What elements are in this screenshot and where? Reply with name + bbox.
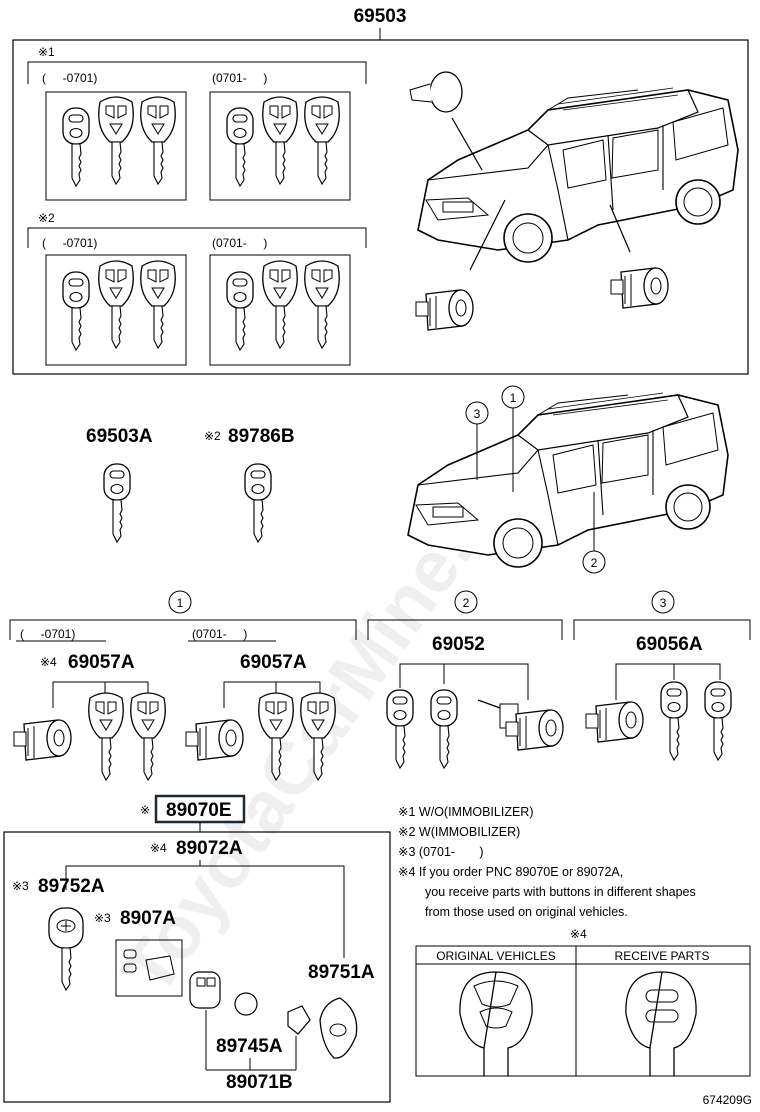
table-col-original: ORIGINAL VEHICLES <box>436 949 556 963</box>
part-69057A-label-1[interactable]: 69057A <box>68 652 135 673</box>
part-69056A-label[interactable]: 69056A <box>636 634 703 655</box>
kit-box <box>3 831 391 1103</box>
mark-4b: ※4 <box>150 841 167 855</box>
callout-2-section: 2 <box>454 590 478 614</box>
key-shell-89751A <box>319 997 358 1059</box>
part-89786B-label[interactable]: 89786B <box>228 426 295 447</box>
callout-1-top: 1 <box>501 385 525 492</box>
svg-text:※3 (0701- ): ※3 (0701- ) <box>398 845 484 859</box>
svg-text:2: 2 <box>463 596 470 610</box>
svg-text:3: 3 <box>474 407 481 421</box>
svg-text:※1 W/O(IMMOBILIZER): ※1 W/O(IMMOBILIZER) <box>398 805 534 819</box>
part-89751A-label[interactable]: 89751A <box>308 962 375 983</box>
button-pad <box>189 971 221 1009</box>
part-69052-label[interactable]: 69052 <box>432 634 485 655</box>
figure-code: 674209G <box>703 1093 752 1107</box>
range-before-2: ( -0701) <box>42 236 97 250</box>
table-mark: ※4 <box>570 927 587 941</box>
svg-text:1: 1 <box>177 596 184 610</box>
parts-kit-8907A <box>115 939 183 997</box>
range-after-2: (0701- ) <box>212 236 267 250</box>
range-after-1: (0701- ) <box>212 71 267 85</box>
mark-2: ※2 <box>204 429 221 443</box>
battery <box>234 992 258 1016</box>
range-before-1: ( -0701) <box>42 71 97 85</box>
part-89071B-label[interactable]: 89071B <box>226 1072 293 1093</box>
svg-text:1: 1 <box>510 391 517 405</box>
mark-3a: ※3 <box>12 879 29 893</box>
part-8907A-label[interactable]: 8907A <box>120 908 176 929</box>
svg-text:you receive parts with buttons: you receive parts with buttons in differ… <box>425 885 696 899</box>
group1-mark: ※1 <box>38 45 55 59</box>
part-89752A-label[interactable]: 89752A <box>38 876 105 897</box>
ignition-cylinder-top <box>409 71 463 113</box>
callout-3-top: 3 <box>465 401 489 480</box>
comparison-table <box>415 945 751 1077</box>
part-69503A-label[interactable]: 69503A <box>86 426 153 447</box>
mark-3b: ※3 <box>94 911 111 925</box>
key-blade-cover <box>287 1005 311 1035</box>
svg-text:3: 3 <box>660 596 667 610</box>
svg-text:2: 2 <box>591 556 598 570</box>
part-69057A-label-2[interactable]: 69057A <box>240 652 307 673</box>
receive-key-head <box>625 971 697 1076</box>
key-box-2b[interactable] <box>209 254 351 366</box>
key-box-2a[interactable] <box>45 254 187 366</box>
svg-text:※4 If you order PNC 89070E or: ※4 If you order PNC 89070E or 89072A, <box>398 865 623 879</box>
range-before-3: ( -0701) <box>20 627 75 641</box>
callout-2-car: 2 <box>582 492 606 574</box>
part-89072A-label[interactable]: 89072A <box>176 838 243 859</box>
group2-mark: ※2 <box>38 211 55 225</box>
part-89070E-label[interactable]: 89070E <box>166 800 232 821</box>
notes: ※1 W/O(IMMOBILIZER) ※2 W(IMMOBILIZER) ※3… <box>398 805 696 919</box>
callout-3-section: 3 <box>651 590 675 614</box>
part-69503-label[interactable]: 69503 <box>354 6 407 27</box>
svg-text:from those used on original ve: from those used on original vehicles. <box>425 905 628 919</box>
key-box-1a[interactable] <box>45 91 187 201</box>
svg-text:※2 W(IMMOBILIZER): ※2 W(IMMOBILIZER) <box>398 825 520 839</box>
part-89745A-label[interactable]: 89745A <box>216 1036 283 1057</box>
table-col-receive: RECEIVE PARTS <box>615 949 710 963</box>
mark-4a: ※4 <box>40 655 57 669</box>
original-key-head <box>459 971 533 1076</box>
range-after-3: (0701- ) <box>192 627 247 641</box>
mark-star: ※ <box>140 803 150 817</box>
key-box-1b[interactable] <box>209 91 351 201</box>
assembly-69503-box <box>12 39 749 375</box>
callout-1-section: 1 <box>168 590 192 614</box>
